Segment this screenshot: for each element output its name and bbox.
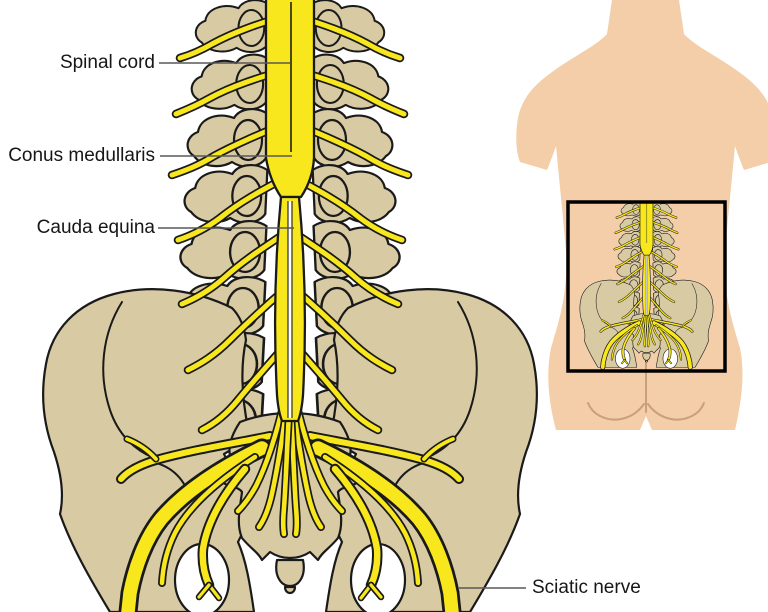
spinal-cord-label: Spinal cord <box>59 52 155 73</box>
coccyx <box>275 558 305 588</box>
cauda-equina-label: Cauda equina <box>36 217 155 238</box>
spine-pelvis-illustration <box>42 0 538 612</box>
inset-frame <box>566 200 727 373</box>
sciatic-nerve-label: Sciatic nerve <box>532 577 641 598</box>
right-buttock-curve <box>647 402 705 421</box>
coccyx-tip <box>283 585 297 595</box>
conus-medullaris-label: Conus medullaris <box>8 145 155 166</box>
left-buttock-curve <box>587 402 645 421</box>
torso-inset <box>516 0 768 430</box>
leader-lines <box>158 62 526 589</box>
